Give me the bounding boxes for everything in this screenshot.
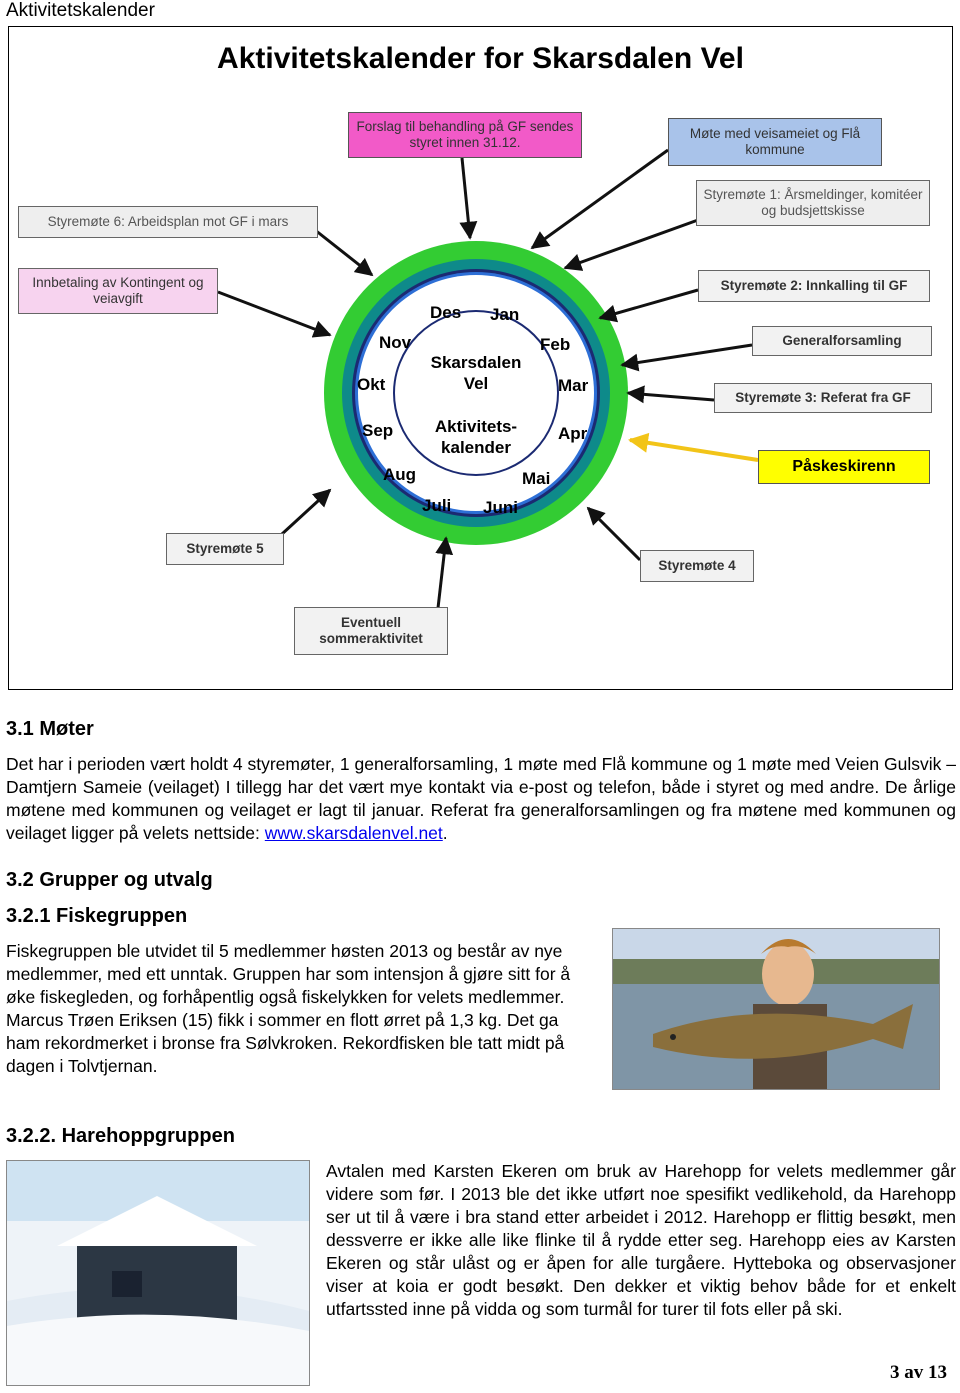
box-forslag: Forslag til behandling på GF sendes styr… (348, 112, 582, 158)
cabin-photo-illustration (7, 1161, 309, 1385)
box-generalforsamling: Generalforsamling (752, 326, 932, 356)
wheel-center-line1: Skarsdalen (430, 353, 522, 372)
box-styremote2: Styremøte 2: Innkalling til GF (698, 270, 930, 302)
month-sep: Sep (362, 421, 394, 440)
arrow-veisameiet (530, 148, 669, 250)
arrow-styremote2 (598, 288, 699, 323)
box-styremote1: Styremøte 1: Årsmeldinger, komitéer og b… (696, 180, 930, 226)
month-mai: Mai (522, 469, 551, 488)
month-jan: Jan (490, 305, 520, 324)
paragraph-3-2-1: Fiskegruppen ble utvidet til 5 medlemmer… (6, 941, 571, 1076)
month-nov: Nov (379, 333, 412, 352)
month-des: Des (430, 303, 462, 322)
activity-wheel-diagram (217, 148, 759, 609)
website-link[interactable]: www.skarsdalenvel.net (264, 823, 443, 843)
box-mote-veisameiet: Møte med veisameiet og Flå kommune (668, 118, 882, 166)
wheel-center-subtitle: Aktivitets- kalender (416, 416, 536, 458)
fisherman-photo-illustration (613, 929, 939, 1089)
month-okt: Okt (357, 375, 386, 394)
wheel-center-line3: Aktivitets- (434, 417, 518, 436)
paragraph-3-1-end: . (442, 823, 448, 843)
arrow-styremote1 (563, 218, 699, 271)
page-header-title: Aktivitetskalender (6, 0, 155, 21)
box-styremote6: Styremøte 6: Arbeidsplan mot GF i mars (18, 206, 318, 238)
arrow-styremote6 (314, 228, 374, 277)
page-number: 3 av 13 (890, 1362, 947, 1383)
arrow-innbetaling (217, 290, 332, 338)
diagram-title: Aktivitetskalender for Skarsdalen Vel (217, 42, 744, 75)
wheel-center-title: Skarsdalen Vel (416, 352, 536, 394)
month-aug: Aug (383, 465, 417, 484)
heading-3-2-2: 3.2.2. Harehoppgruppen (6, 1125, 235, 1147)
wheel-center (393, 310, 559, 476)
arrow-styremote4 (586, 506, 642, 562)
wheel-center-line4: kalender (441, 438, 511, 457)
arrow-paskeskirenn (628, 432, 759, 462)
box-paskeskirenn: Påskeskirenn (758, 450, 930, 484)
box-sommeraktivitet: Eventuell sommeraktivitet (294, 607, 448, 655)
month-juli: Juli (422, 496, 452, 515)
month-apr: Apr (558, 424, 588, 443)
heading-3-1: 3.1 Møter (6, 718, 94, 740)
month-mar: Mar (558, 376, 589, 395)
box-styremote3: Styremøte 3: Referat fra GF (714, 383, 932, 413)
month-juni: Juni (483, 498, 518, 517)
cabin-photo (6, 1160, 310, 1386)
arrow-styremote3 (626, 385, 715, 404)
box-styremote4: Styremøte 4 (640, 550, 754, 582)
heading-3-2-1: 3.2.1 Fiskegruppen (6, 905, 188, 927)
heading-3-2: 3.2 Grupper og utvalg (6, 869, 213, 891)
arrow-forslag (459, 157, 478, 240)
arrow-sommeraktivitet (435, 536, 454, 609)
fisherman-photo (612, 928, 940, 1090)
diagram-frame (8, 26, 953, 690)
box-innbetaling: Innbetaling av Kontingent og veiavgift (18, 268, 218, 314)
month-feb: Feb (540, 335, 571, 354)
paragraph-3-1: Det har i perioden vært holdt 4 styremøt… (6, 753, 956, 845)
box-styremote5: Styremøte 5 (166, 533, 284, 565)
wheel-center-line2: Vel (463, 374, 489, 393)
paragraph-3-1-text: Det har i perioden vært holdt 4 styremøt… (6, 754, 956, 843)
paragraph-3-2-2: Avtalen med Karsten Ekeren om bruk av Ha… (326, 1161, 956, 1319)
arrow-generalforsamling (620, 343, 753, 372)
